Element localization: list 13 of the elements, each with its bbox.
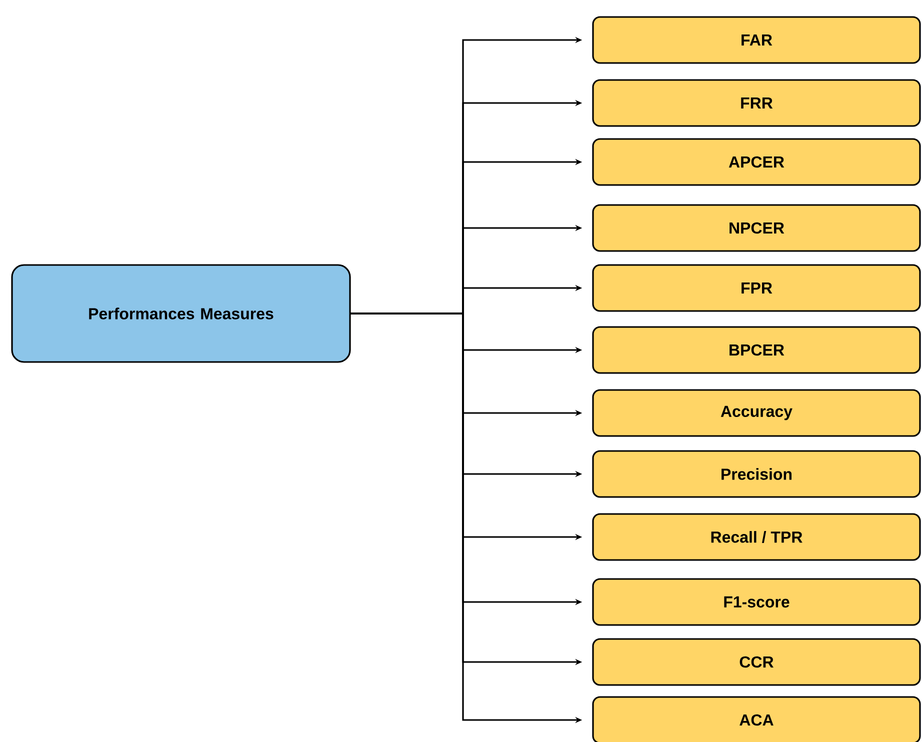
measure-box: Precision [592, 450, 921, 498]
measure-box: BPCER [592, 326, 921, 374]
root-box: Performances Measures [11, 264, 351, 363]
measure-box: FRR [592, 79, 921, 127]
measure-box: ACA [592, 696, 921, 742]
measure-box: FAR [592, 16, 921, 64]
measure-box: FPR [592, 264, 921, 312]
measure-box: Accuracy [592, 389, 921, 437]
measure-box: Recall / TPR [592, 513, 921, 561]
measure-box: F1-score [592, 578, 921, 626]
measure-box: APCER [592, 138, 921, 186]
measure-box: CCR [592, 638, 921, 686]
measure-box: NPCER [592, 204, 921, 252]
